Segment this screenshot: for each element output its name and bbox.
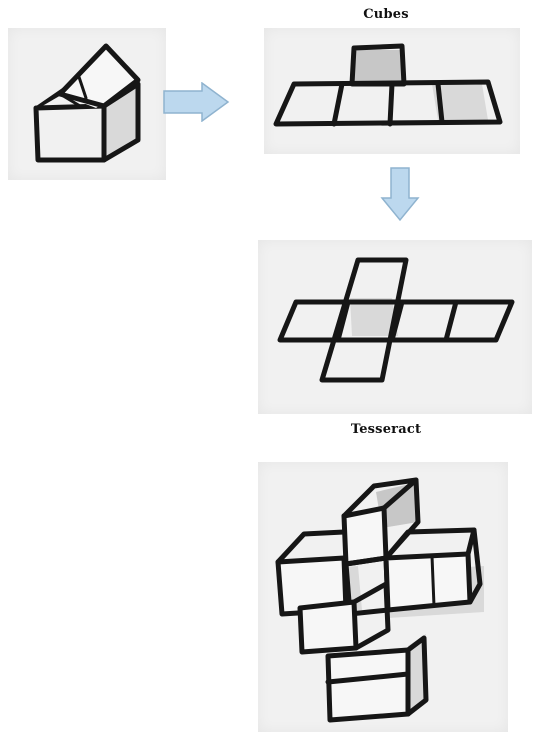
cubes-label: Cubes — [346, 7, 426, 22]
tesseract-unfolding-drawing — [258, 462, 508, 732]
unfolding-cube-sketch — [8, 28, 166, 180]
tesseract-unfolding-panel — [258, 462, 508, 732]
cross-net-drawing — [258, 240, 532, 414]
cross-net-panel — [258, 240, 532, 414]
cubes-net-panel — [264, 28, 520, 154]
down-arrow-icon — [380, 166, 420, 222]
right-arrow-icon — [162, 82, 230, 122]
unfolding-cube-drawing — [8, 28, 166, 180]
cubes-net-drawing — [264, 28, 520, 154]
tesseract-label: Tesseract — [336, 422, 436, 437]
